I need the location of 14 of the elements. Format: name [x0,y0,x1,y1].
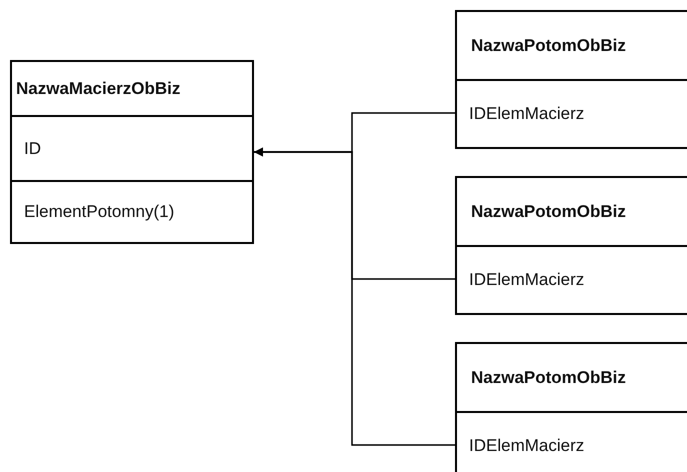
class-box [455,342,687,472]
attribute-text: IDElemMacierz [469,104,584,124]
attribute-text: ElementPotomny(1) [24,202,174,222]
class-name: NazwaPotomObBiz [471,202,626,222]
class-box [455,10,687,149]
arrow [254,148,455,446]
class-name: NazwaPotomObBiz [471,368,626,388]
attribute-text: IDElemMacierz [469,436,584,456]
class-name: NazwaPotomObBiz [471,36,626,56]
attribute-text: ID [24,138,41,158]
attribute-text: IDElemMacierz [469,270,584,290]
class-box [10,60,254,244]
class-box [455,176,687,315]
class-name: NazwaMacierzObBiz [16,78,180,98]
